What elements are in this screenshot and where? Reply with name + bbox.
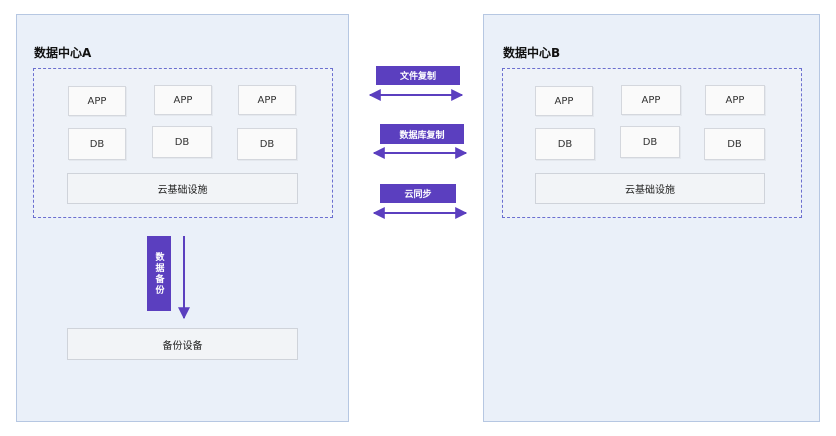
db-node: DB (620, 126, 680, 158)
cloud-infrastructure-b: 云基础设施 (535, 173, 765, 204)
datacenter-a-title: 数据中心A (34, 46, 92, 60)
data-backup-label: 数据备份 (147, 236, 171, 311)
datacenter-b-title: 数据中心B (503, 46, 561, 60)
file-replication-label: 文件复制 (376, 66, 460, 85)
app-node: APP (238, 85, 296, 115)
db-node: DB (237, 128, 297, 160)
app-node: APP (535, 86, 593, 116)
cloud-sync-label: 云同步 (380, 184, 456, 203)
app-node: APP (705, 85, 765, 115)
cloud-infrastructure-a: 云基础设施 (67, 173, 298, 204)
database-replication-label: 数据库复制 (380, 124, 464, 144)
app-node: APP (154, 85, 212, 115)
db-node: DB (704, 128, 765, 160)
app-node: APP (621, 85, 681, 115)
db-node: DB (152, 126, 212, 158)
app-node: APP (68, 86, 126, 116)
db-node: DB (68, 128, 126, 160)
backup-device: 备份设备 (67, 328, 298, 360)
db-node: DB (535, 128, 595, 160)
